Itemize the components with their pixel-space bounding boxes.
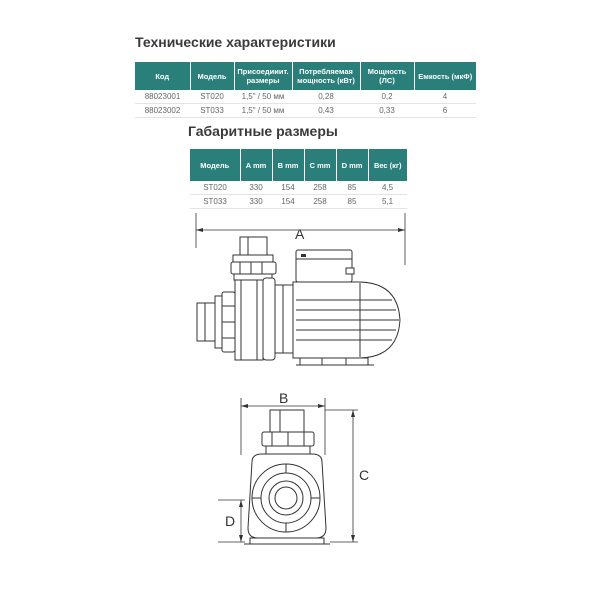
dimensions-table: Модель A mm B mm C mm D mm Вес (кг) ST02… [190, 149, 407, 209]
cell: 4 [414, 90, 476, 104]
cell: 330 [240, 181, 272, 195]
cell: 4,5 [368, 181, 407, 195]
dimension-label-a: A [295, 226, 305, 242]
spec-title: Технические характеристики [135, 34, 336, 50]
cell: 85 [336, 194, 368, 209]
cell: ST020 [190, 90, 234, 104]
cell: 154 [272, 194, 304, 209]
table-row: 88023001 ST020 1,5" / 50 мм 0,28 0,2 4 [135, 90, 476, 104]
dimensions-header-row: Модель A mm B mm C mm D mm Вес (кг) [190, 149, 407, 181]
cell: 0,43 [292, 103, 360, 118]
cell: ST033 [190, 194, 240, 209]
cell: 5,1 [368, 194, 407, 209]
cell: 88023001 [135, 90, 190, 104]
col-code: Код [135, 62, 191, 90]
col-power-kw: Потребляемая мощность (кВт) [292, 62, 361, 90]
col-connection: Присоедииит. размеры [234, 62, 293, 90]
dimension-label-b: B [279, 390, 288, 406]
dimensions-title: Габаритные размеры [188, 123, 338, 139]
cell: 154 [272, 181, 304, 195]
col-d: D mm [336, 149, 369, 181]
cell: 6 [414, 103, 476, 118]
cell: ST020 [190, 181, 240, 195]
dimension-label-c: C [359, 467, 369, 483]
cell: 1,5" / 50 мм [234, 103, 292, 118]
pump-front-view [218, 398, 358, 545]
cell: 330 [240, 194, 272, 209]
cell: ST033 [190, 103, 234, 118]
spec-header-row: Код Модель Присоедииит. размеры Потребля… [135, 62, 476, 90]
cell: 258 [304, 181, 336, 195]
cell: 85 [336, 181, 368, 195]
col-c: C mm [304, 149, 337, 181]
col-power-hp: Мощность (ЛС) [360, 62, 415, 90]
dimension-label-d: D [225, 513, 235, 529]
col-a: A mm [240, 149, 273, 181]
cell: 88023002 [135, 103, 190, 118]
cell: 258 [304, 194, 336, 209]
col-capacitor: Емкость (мкФ) [414, 62, 476, 90]
cell: 0,28 [292, 90, 360, 104]
cell: 1,5" / 50 мм [234, 90, 292, 104]
cell: 0,2 [360, 90, 414, 104]
cell: 0,33 [360, 103, 414, 118]
col-weight: Вес (кг) [368, 149, 407, 181]
spec-table: Код Модель Присоедииит. размеры Потребля… [135, 62, 476, 118]
table-row: 88023002 ST033 1,5" / 50 мм 0,43 0,33 6 [135, 103, 476, 118]
table-row: ST020 330 154 258 85 4,5 [190, 181, 407, 195]
col-model: Модель [190, 62, 235, 90]
col-b: B mm [272, 149, 305, 181]
col-model: Модель [190, 149, 241, 181]
table-row: ST033 330 154 258 85 5,1 [190, 194, 407, 209]
pump-side-view [195, 213, 406, 366]
